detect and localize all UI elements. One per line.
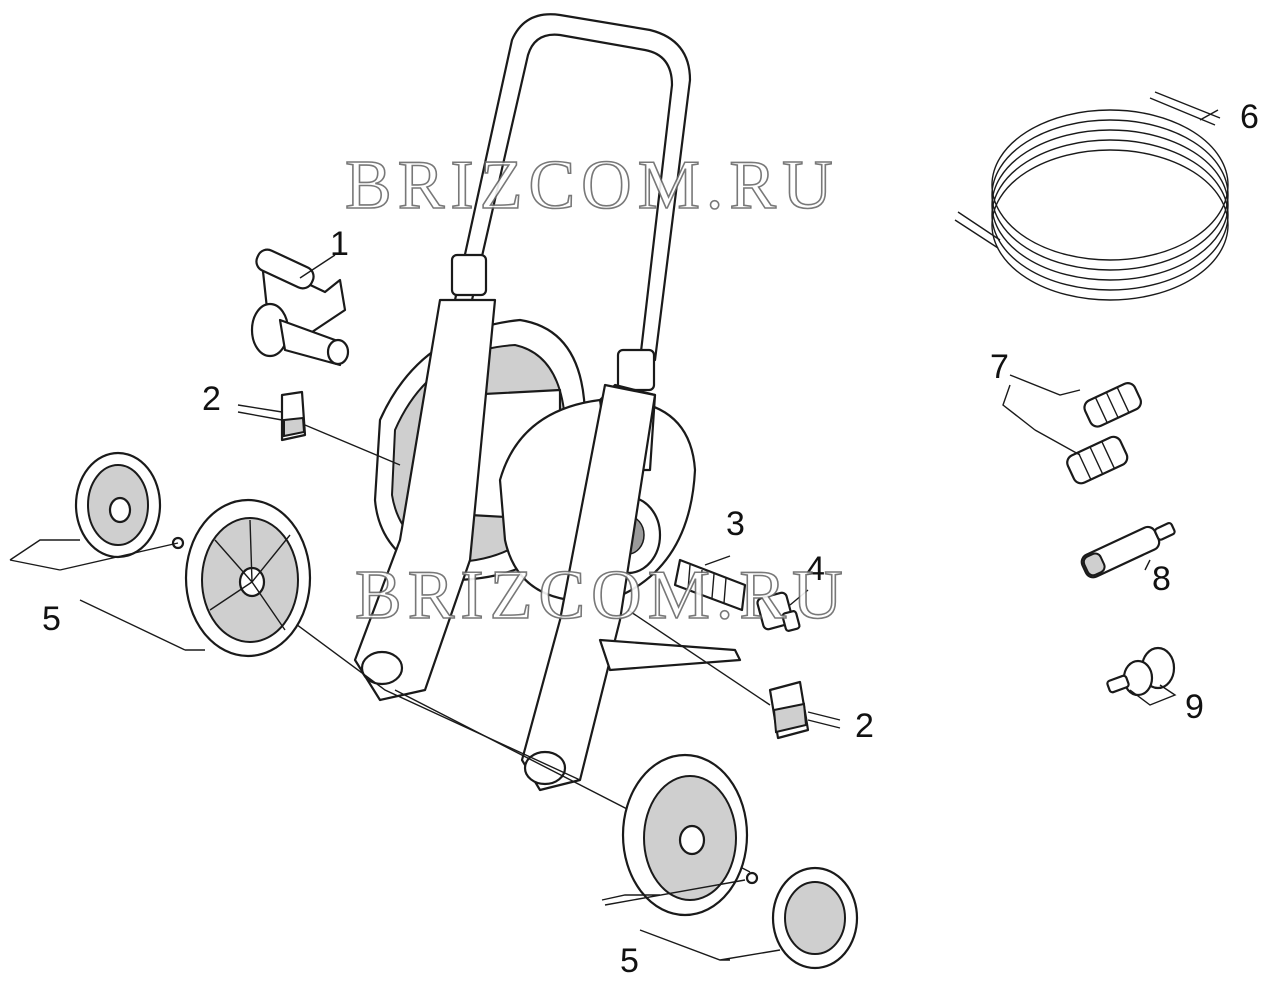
callout-1: 1	[330, 225, 349, 263]
callout-3: 3	[726, 505, 745, 543]
callout-6: 6	[1240, 98, 1259, 136]
part-7-quick-couplings	[1066, 382, 1142, 485]
part-1-crank-handle	[250, 248, 350, 367]
trolley-handle	[450, 13, 692, 392]
callout-labels: 1 2 2 3 4 5 5 6 7 8 9	[42, 98, 1259, 980]
part-2-clip-lower	[768, 680, 810, 740]
trolley-left-leg	[353, 298, 497, 702]
callout-5-right: 5	[620, 942, 639, 980]
part-5-wheel-left	[74, 451, 312, 658]
part-6-hose-coil	[954, 91, 1229, 301]
leader-lines	[9, 109, 1219, 961]
callout-4: 4	[806, 550, 825, 588]
callout-9: 9	[1185, 688, 1204, 726]
part-5-wheel-right	[621, 753, 859, 970]
watermark-middle: BRIZCOM.RU	[355, 557, 849, 634]
watermark-top: BRIZCOM.RU	[345, 147, 839, 224]
part-2-clip-upper	[280, 390, 307, 442]
callout-8: 8	[1152, 560, 1171, 598]
callout-7: 7	[990, 348, 1009, 386]
callout-5-left: 5	[42, 600, 61, 638]
part-8-spray-nozzle	[1080, 522, 1176, 579]
callout-2-upper: 2	[202, 380, 221, 418]
part-3-hose-guide	[673, 558, 747, 612]
part-4-connector	[756, 591, 801, 632]
part-9-tap-adapter	[1106, 646, 1176, 697]
callout-2-lower: 2	[855, 707, 874, 745]
